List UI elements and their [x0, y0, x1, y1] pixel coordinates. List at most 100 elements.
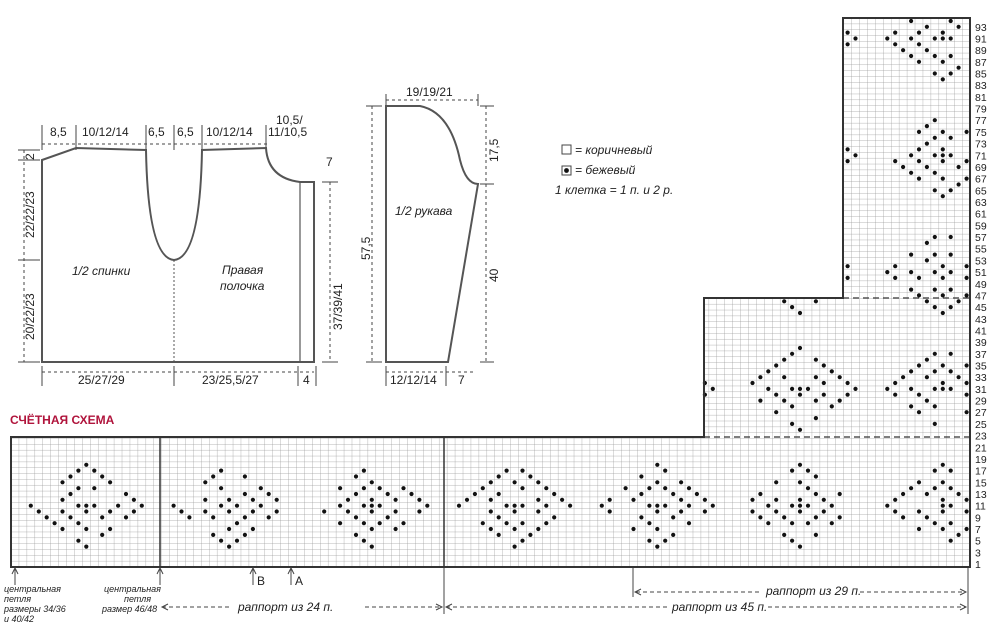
- beige-stitch-dot: [250, 497, 255, 502]
- beige-stitch-dot: [948, 153, 953, 158]
- row-number: 75: [975, 127, 987, 139]
- beige-stitch-dot: [242, 532, 247, 538]
- beige-stitch-dot: [242, 515, 247, 520]
- repeat-24-label: раппорт из 24 п.: [237, 600, 333, 614]
- beige-stitch-dot: [932, 421, 937, 426]
- beige-stitch-dot: [361, 538, 366, 543]
- beige-stitch-dot: [940, 153, 945, 158]
- beige-stitch-dot: [100, 532, 105, 538]
- beige-stitch-dot: [338, 503, 343, 508]
- beige-stitch-dot: [377, 486, 382, 491]
- beige-stitch-dot: [520, 503, 525, 508]
- beige-stitch-dot: [940, 526, 945, 532]
- row-number: 77: [975, 115, 987, 127]
- beige-stitch-dot: [790, 305, 795, 310]
- dim-neck-front: 10/12/14: [206, 125, 253, 139]
- note-left-3: размеры 34/36: [3, 604, 66, 614]
- beige-stitch-dot: [813, 532, 819, 538]
- beige-stitch-dot: [60, 480, 65, 485]
- marker-b: B: [257, 574, 265, 588]
- beige-stitch-dot: [76, 468, 81, 473]
- beige-stitch-dot: [797, 497, 803, 502]
- beige-stitch-dot: [948, 351, 953, 356]
- beige-stitch-dot: [924, 258, 930, 263]
- beige-stitch-dot: [932, 287, 937, 292]
- beige-stitch-dot: [790, 468, 795, 473]
- beige-stitch-dot: [655, 526, 660, 532]
- beige-stitch-dot: [790, 503, 795, 508]
- beige-stitch-dot: [964, 363, 969, 368]
- dim-side-height: 20/22/23: [23, 293, 37, 340]
- beige-stitch-dot: [131, 509, 136, 514]
- beige-stitch-dot: [686, 503, 692, 508]
- beige-stitch-dot: [369, 497, 374, 502]
- repeat-45-label: раппорт из 45 п.: [671, 600, 767, 614]
- beige-stitch-dot: [893, 380, 898, 386]
- row-number: 73: [975, 139, 987, 151]
- beige-stitch-dot: [940, 159, 945, 164]
- beige-stitch-dot: [655, 480, 660, 485]
- beige-stitch-dot: [647, 538, 652, 543]
- beige-stitch-dot: [393, 526, 398, 532]
- beige-stitch-dot: [948, 252, 953, 257]
- row-number: 79: [975, 104, 987, 116]
- beige-stitch-dot: [805, 386, 811, 391]
- beige-stitch-dot: [68, 515, 73, 520]
- beige-stitch-dot: [813, 416, 819, 421]
- beige-stitch-dot: [932, 351, 937, 356]
- beige-stitch-dot: [702, 497, 708, 502]
- beige-stitch-dot: [956, 491, 961, 497]
- row-number: 13: [975, 489, 987, 501]
- dim-front-height: 37/39/41: [331, 283, 345, 330]
- beige-stitch-dot: [92, 486, 97, 491]
- beige-stitch-dot: [472, 491, 477, 497]
- marker-a: A: [295, 574, 303, 588]
- row-number: 33: [975, 372, 987, 384]
- beige-stitch-dot: [916, 480, 922, 485]
- beige-stitch-dot: [916, 363, 922, 368]
- beige-stitch-dot: [639, 474, 644, 479]
- beige-stitch-dot: [250, 526, 255, 532]
- beige-stitch-dot: [790, 421, 795, 426]
- beige-stitch-dot: [932, 53, 937, 59]
- beige-stitch-dot: [940, 275, 945, 280]
- beige-stitch-dot: [782, 299, 787, 304]
- beige-stitch-dot: [797, 427, 803, 432]
- note-center-3: размер 46/48: [101, 604, 157, 614]
- beige-stitch-dot: [909, 369, 914, 374]
- beige-stitch-dot: [599, 503, 604, 508]
- beige-stitch-dot: [60, 526, 65, 532]
- beige-stitch-dot: [139, 503, 144, 508]
- beige-stitch-dot: [845, 264, 850, 269]
- beige-stitch-dot: [901, 491, 906, 497]
- beige-stitch-dot: [932, 404, 937, 409]
- beige-stitch-dot: [901, 164, 906, 170]
- beige-stitch-dot: [496, 491, 501, 497]
- row-number: 3: [975, 547, 981, 559]
- beige-stitch-dot: [274, 509, 279, 514]
- beige-stitch-dot: [948, 18, 953, 24]
- dim-armhole-height: 22/22/23: [23, 191, 37, 238]
- beige-stitch-dot: [488, 509, 493, 514]
- beige-stitch-dot: [377, 521, 382, 526]
- beige-stitch-dot: [227, 544, 232, 549]
- repeat-29-label: раппорт из 29 п.: [765, 584, 861, 598]
- beige-stitch-dot: [845, 147, 850, 152]
- beige-stitch-dot: [829, 369, 834, 374]
- beige-stitch-dot: [686, 486, 692, 491]
- beige-stitch-dot: [116, 503, 121, 508]
- beige-stitch-dot: [28, 503, 33, 508]
- beige-stitch-dot: [84, 509, 89, 514]
- beige-stitch-dot: [393, 497, 398, 502]
- beige-stitch-dot: [655, 509, 660, 514]
- beige-stitch-dot: [338, 521, 343, 526]
- beige-stitch-dot: [520, 486, 525, 491]
- beige-stitch-dot: [932, 135, 937, 140]
- beige-stitch-dot: [353, 532, 359, 538]
- beige-stitch-dot: [536, 509, 541, 514]
- row-number: 93: [975, 22, 987, 34]
- label-half-back: 1/2 спинки: [72, 264, 131, 278]
- beige-stitch-dot: [916, 129, 922, 134]
- beige-stitch-dot: [829, 521, 834, 526]
- beige-stitch-dot: [893, 30, 898, 35]
